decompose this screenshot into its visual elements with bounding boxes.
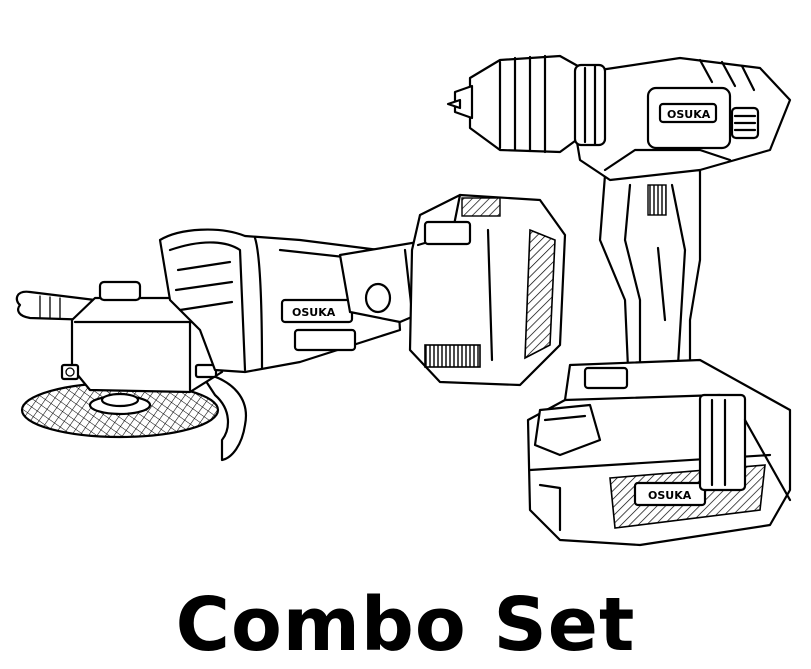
drill-logo: OSUKA	[667, 108, 711, 121]
drill-chuck	[446, 54, 607, 154]
angle-grinder: OSUKA	[15, 193, 567, 462]
grinder-logo: OSUKA	[292, 306, 336, 319]
battery-logo: OSUKA	[648, 489, 692, 502]
drill-driver: OSUKA OSUKA	[446, 54, 792, 547]
grinder-guard	[198, 370, 247, 462]
product-illustration: OSUKA	[15, 54, 792, 547]
drill-body: OSUKA	[568, 56, 792, 182]
grinder-disc	[20, 381, 220, 439]
grinder-motor-housing: OSUKA	[158, 228, 402, 374]
drill-battery: OSUKA	[526, 358, 792, 547]
grinder-battery	[408, 193, 567, 387]
combo-set-title: Combo Set	[175, 582, 636, 668]
drill-handle	[598, 168, 702, 370]
